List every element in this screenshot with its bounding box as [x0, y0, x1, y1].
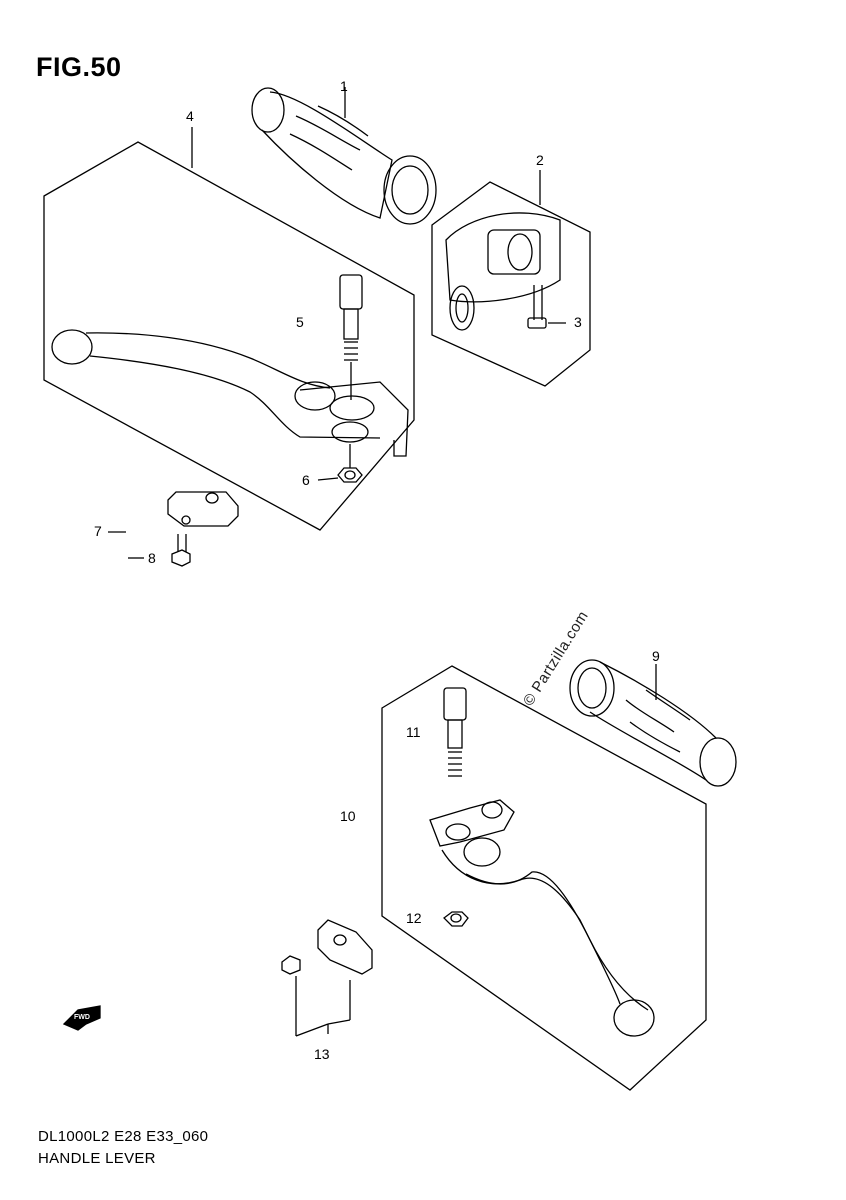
nut-12 [443, 911, 469, 927]
callout-3: 3 [574, 314, 582, 330]
clutch-lever [429, 799, 655, 1037]
throttle-housing [445, 212, 561, 331]
callout-5: 5 [296, 314, 304, 330]
brake-lever-group-box [43, 141, 415, 531]
brake-lever [51, 329, 409, 457]
callout-11: 11 [406, 724, 421, 740]
callout-8: 8 [148, 550, 156, 566]
throttle-housing-box [431, 181, 591, 387]
screw-8 [128, 534, 191, 567]
callout-13: 13 [314, 1046, 330, 1062]
left-grip-9 [569, 659, 737, 787]
screw-3 [527, 285, 566, 329]
callout-12: 12 [406, 910, 422, 926]
clutch-lever-group-box [381, 665, 707, 1091]
callout-10: 10 [340, 808, 356, 824]
nut-6 [317, 444, 363, 483]
fwd-badge-text: FWD [74, 1014, 90, 1021]
fwd-arrow-icon [62, 1005, 101, 1031]
lever-bolt-5 [339, 274, 363, 400]
figure-title: FIG.50 [36, 52, 122, 82]
figure-caption: HANDLE LEVER [38, 1150, 156, 1167]
callout-1: 1 [340, 78, 348, 94]
callout-4: 4 [186, 108, 194, 124]
callout-2: 2 [536, 152, 544, 168]
lever-bolt-11 [443, 687, 467, 777]
callout-7: 7 [94, 523, 102, 539]
clutch-switch-13 [281, 919, 373, 1037]
brake-switch-7 [108, 491, 239, 533]
callout-6: 6 [302, 472, 310, 488]
throttle-grip [251, 87, 437, 225]
callout-9: 9 [652, 648, 660, 664]
figure-code: DL1000L2 E28 E33_060 [38, 1128, 209, 1145]
